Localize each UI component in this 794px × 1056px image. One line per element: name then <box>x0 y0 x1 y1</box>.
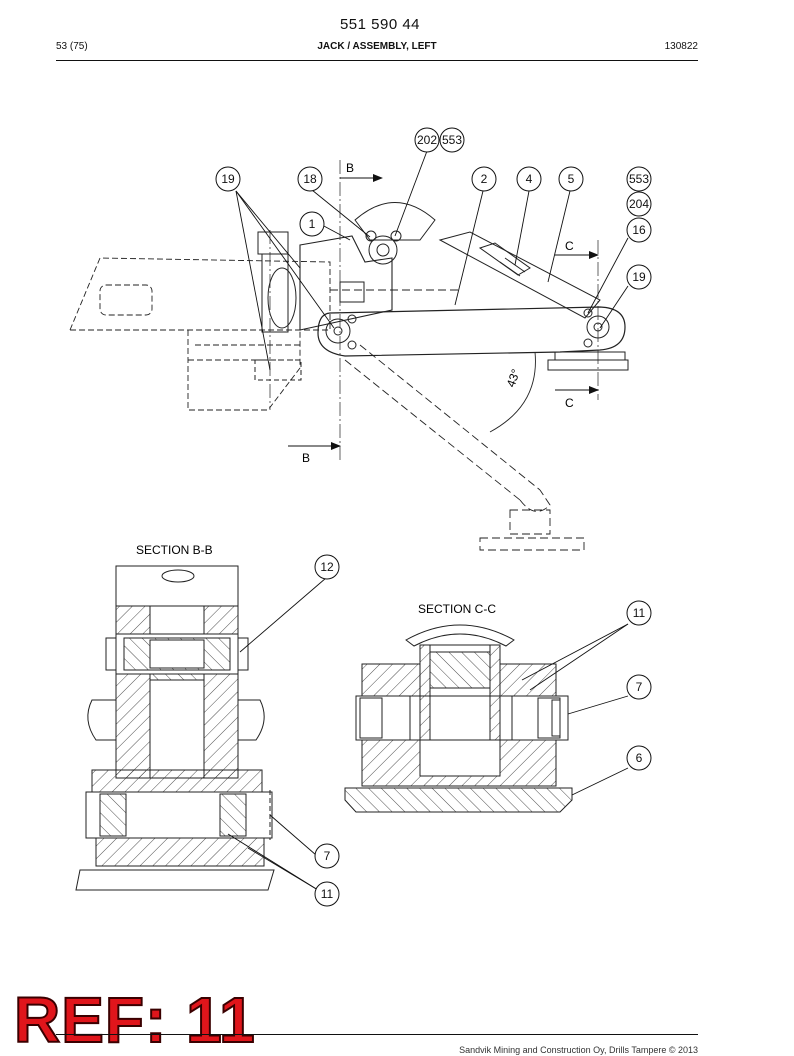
section-marker-c-top: C <box>565 239 574 253</box>
page-count: 53 (75) <box>56 41 88 52</box>
section-bb-leaders <box>227 577 327 891</box>
callouts: 202 553 19 18 2 4 5 553 204 1 16 19 12 1… <box>215 127 652 907</box>
section-cc-leaders <box>521 623 629 796</box>
angle-label: 43° <box>504 367 523 389</box>
svg-text:7: 7 <box>636 680 643 694</box>
section-bb-title: SECTION B-B <box>136 543 213 557</box>
callout-18: 18 <box>297 166 323 192</box>
callout-553-right: 553 <box>626 166 652 192</box>
callout-19-right: 19 <box>626 264 652 290</box>
svg-text:5: 5 <box>568 172 575 186</box>
section-marker-b-bottom: B <box>302 451 310 465</box>
callout-7-section-cc: 7 <box>626 674 652 700</box>
svg-text:553: 553 <box>442 133 462 147</box>
callout-5: 5 <box>558 166 584 192</box>
callout-204: 204 <box>626 191 652 217</box>
page-title: JACK / ASSEMBLY, LEFT <box>317 41 437 52</box>
svg-text:6: 6 <box>636 751 643 765</box>
svg-text:11: 11 <box>633 606 646 620</box>
section-cc-title: SECTION C-C <box>418 602 496 616</box>
callout-11-section-bb: 11 <box>314 881 340 907</box>
callout-2: 2 <box>471 166 497 192</box>
svg-text:19: 19 <box>632 270 646 284</box>
section-cc-view <box>344 624 573 813</box>
svg-text:11: 11 <box>321 887 334 901</box>
svg-text:12: 12 <box>320 560 334 574</box>
callout-1: 1 <box>299 211 325 237</box>
section-marker-c-bottom: C <box>565 396 574 410</box>
side-view <box>69 160 629 551</box>
section-bb-view <box>75 565 275 891</box>
document-number: 551 590 44 <box>339 16 421 33</box>
footer-rule <box>56 1034 698 1035</box>
leader-lines <box>235 150 629 371</box>
svg-text:7: 7 <box>324 849 331 863</box>
callout-19-left: 19 <box>215 166 241 192</box>
svg-text:204: 204 <box>629 197 649 211</box>
svg-text:16: 16 <box>632 223 646 237</box>
callout-553-top: 553 <box>439 127 465 153</box>
section-marker-b-top: B <box>346 161 354 175</box>
footer-copyright: Sandvik Mining and Construction Oy, Dril… <box>459 1045 698 1055</box>
callout-11-section-cc: 11 <box>626 600 652 626</box>
header-row: JACK / ASSEMBLY, LEFT 53 (75) 130822 <box>56 41 698 55</box>
svg-text:1: 1 <box>309 217 316 231</box>
section-arrows <box>288 174 599 450</box>
callout-6: 6 <box>626 745 652 771</box>
svg-text:202: 202 <box>417 133 437 147</box>
svg-text:553: 553 <box>629 172 649 186</box>
svg-text:18: 18 <box>303 172 317 186</box>
callout-12: 12 <box>314 554 340 580</box>
header-rule <box>56 60 698 61</box>
svg-text:4: 4 <box>526 172 533 186</box>
callout-4: 4 <box>516 166 542 192</box>
svg-text:19: 19 <box>221 172 235 186</box>
callout-202: 202 <box>414 127 440 153</box>
reference-stamp: REF: 11 <box>13 984 256 1056</box>
callout-7-section-bb: 7 <box>314 843 340 869</box>
svg-text:2: 2 <box>481 172 488 186</box>
callout-16: 16 <box>626 217 652 243</box>
revision-code: 130822 <box>664 41 698 52</box>
